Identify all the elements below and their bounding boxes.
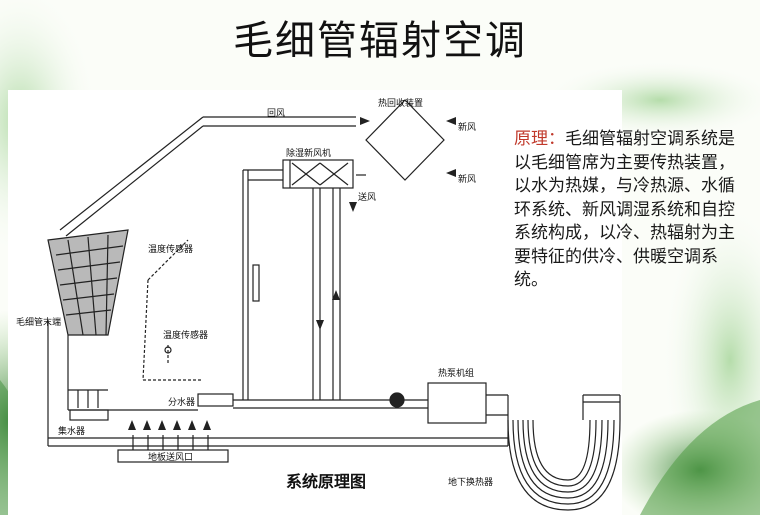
diagram-panel: 回风 热回收装置 新风 新风 除湿新风机 送风 温度传感器 毛细管末端 温度传感…	[8, 90, 622, 515]
ground-heat-exchanger	[507, 394, 621, 511]
label-supply-air: 送风	[358, 193, 377, 203]
label-temp-humidity-sensor-1: 温度传感器	[148, 245, 194, 255]
principle-text-block: 原理：毛细管辐射空调系统是以毛细管席为主要传热装置，以水为热媒，与冷热源、水循环…	[514, 128, 742, 293]
label-dehumid-fan: 除湿新风机	[286, 149, 332, 159]
page-title: 毛细管辐射空调	[233, 18, 527, 64]
heat-recovery-unit	[365, 99, 445, 181]
diagram-caption: 系统原理图	[286, 472, 367, 491]
floor-vent-unit	[117, 435, 229, 463]
label-heat-pump: 热泵机组	[438, 369, 475, 379]
label-distributor: 分水器	[168, 398, 196, 408]
capillary-mat	[47, 229, 129, 336]
system-diagram	[47, 99, 621, 511]
label-heat-recovery: 热回收装置	[378, 99, 424, 109]
return-air-duct	[59, 116, 356, 237]
label-return-air: 回风	[267, 109, 286, 119]
label-fresh-air-2: 新风	[458, 175, 477, 185]
dehumid-fan-unit	[282, 159, 354, 189]
principle-body: 毛细管辐射空调系统是以毛细管席为主要传热装置，以水为热媒，与冷热源、水循环系统、…	[514, 129, 735, 290]
principle-label: 原理：	[514, 129, 565, 149]
label-floor-vent: 地板送风口	[148, 453, 194, 463]
supply-risers	[242, 169, 341, 400]
water-loop	[47, 320, 509, 447]
label-temp-humidity-sensor-2: 温度传感器	[163, 331, 209, 341]
label-ground-exchanger: 地下换热器	[448, 478, 494, 488]
label-fresh-air-1: 新风	[458, 123, 477, 133]
label-capillary-end: 毛细管末端	[16, 318, 62, 328]
label-collector: 集水器	[58, 427, 86, 437]
